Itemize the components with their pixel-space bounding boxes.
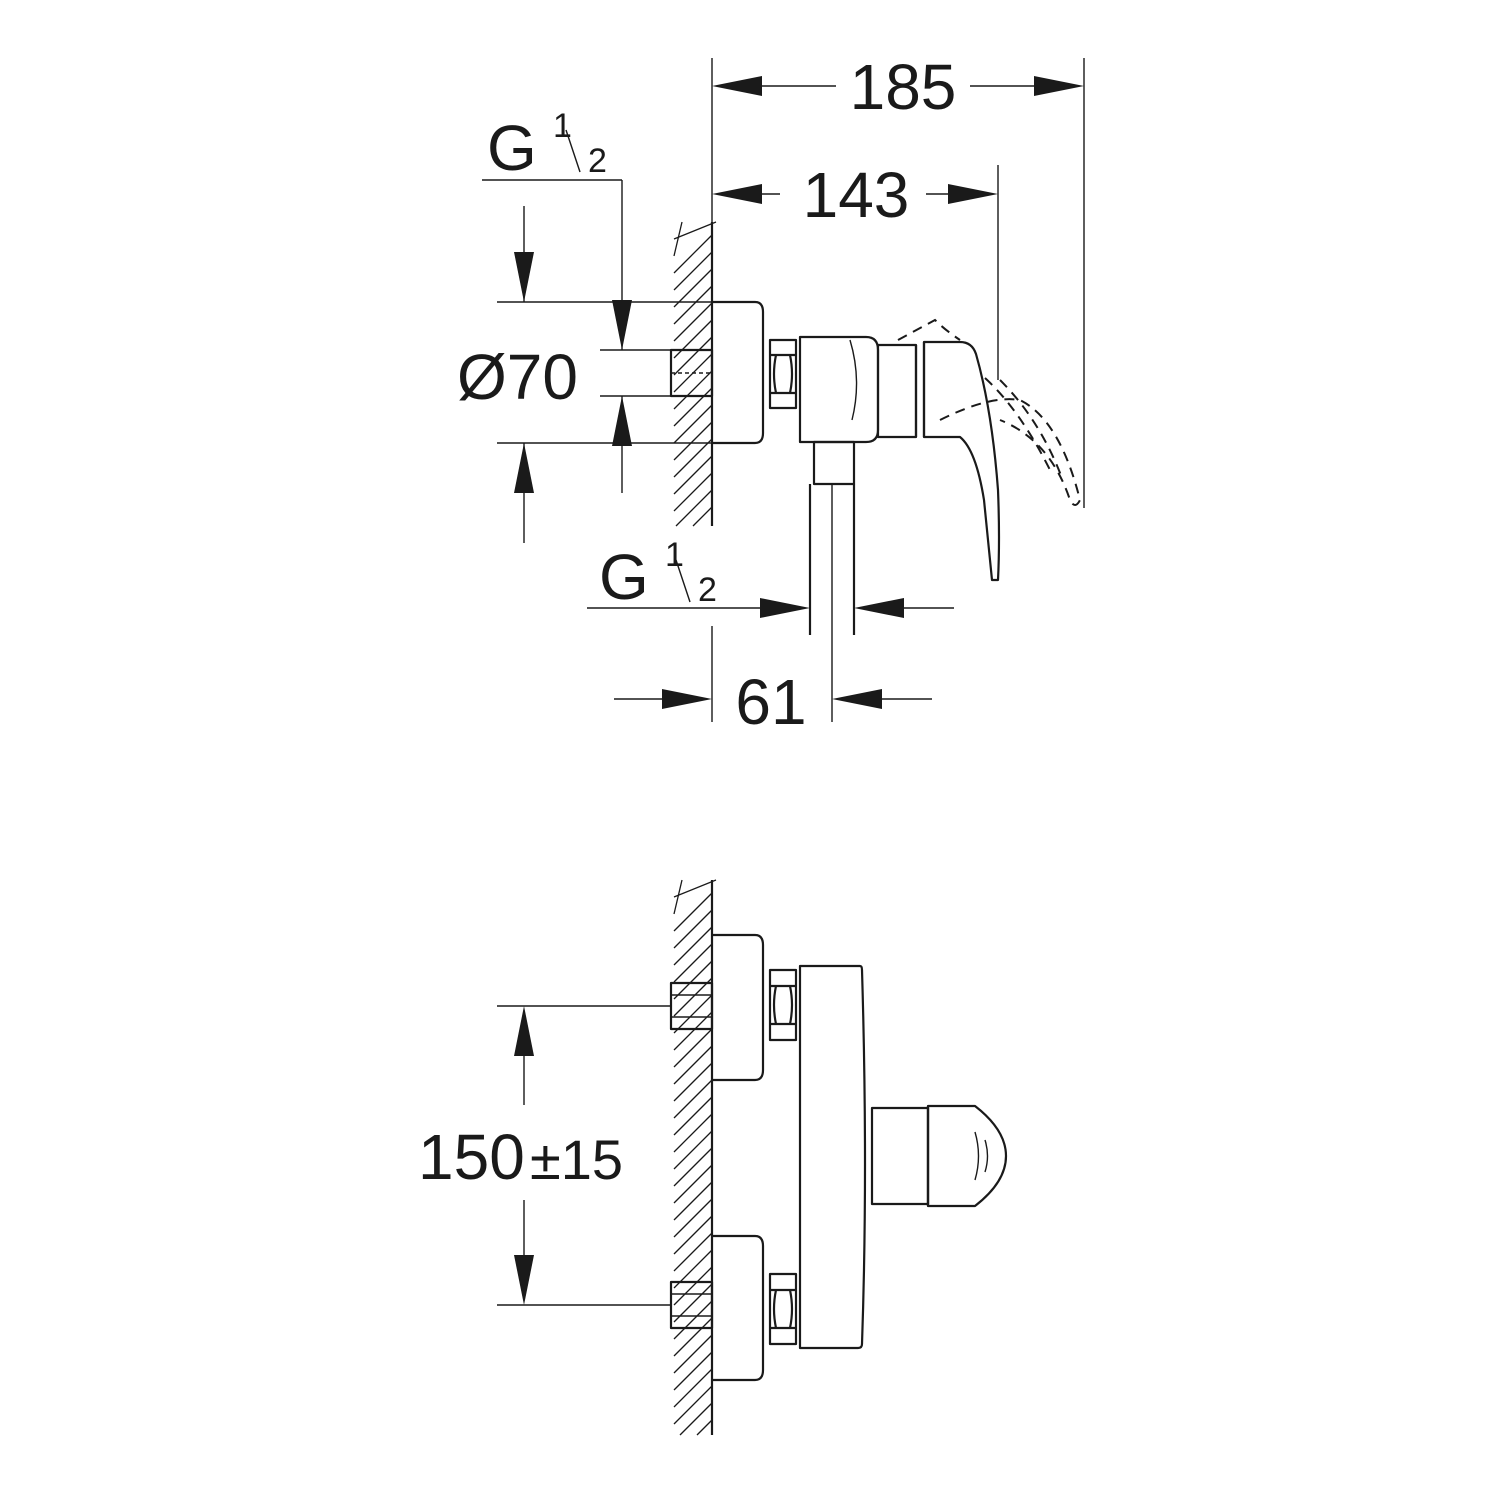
hatch-line	[673, 387, 713, 427]
wall-hatching-top	[673, 221, 717, 527]
hatch-line	[673, 994, 713, 1034]
hatch-line	[673, 221, 683, 257]
hatch-line	[673, 943, 713, 983]
lever-side	[922, 340, 1001, 582]
label-143: 143	[803, 159, 910, 231]
hatch-line	[673, 438, 713, 478]
mixer-body-side	[798, 335, 880, 444]
hatch-line	[673, 336, 713, 376]
hatch-line	[673, 472, 713, 512]
label-185: 185	[850, 51, 957, 123]
hatch-line	[673, 1300, 713, 1340]
hatch-line	[673, 977, 713, 1017]
hatch-line	[673, 302, 713, 342]
label-150: 150	[418, 1121, 525, 1193]
dimension-185: 185	[711, 51, 1085, 508]
hatch-line	[673, 879, 717, 898]
side-elevation: 185 143 G 1 2	[457, 51, 1085, 738]
rosette-side	[712, 300, 765, 445]
lever-plan	[926, 1104, 1008, 1208]
hatch-line	[673, 1062, 713, 1102]
hatch-line	[673, 1028, 713, 1068]
hatch-line	[673, 960, 713, 1000]
hatch-line	[673, 1011, 713, 1051]
label-inlet-frac-den: 2	[588, 142, 607, 180]
cartridge-plan	[870, 1106, 930, 1206]
hatch-line	[673, 1215, 713, 1255]
hatch-line	[673, 1164, 713, 1204]
rosette-upper	[712, 933, 765, 1082]
lever-swing-outline	[897, 318, 1082, 506]
rosette-lower	[712, 1234, 765, 1382]
hatch-line	[673, 1045, 713, 1085]
label-diameter-70: Ø70	[457, 341, 578, 413]
hatch-line	[679, 1402, 713, 1436]
union-nut-upper	[768, 968, 798, 1042]
mixer-body-plan	[798, 964, 867, 1350]
hatch-line	[673, 285, 713, 325]
wall-hatching-bottom	[673, 879, 717, 1436]
hatch-line	[673, 1317, 713, 1357]
hatch-line	[673, 879, 683, 915]
hatch-line	[673, 1351, 713, 1391]
hatch-line	[673, 1147, 713, 1187]
label-tolerance: ±15	[530, 1128, 623, 1191]
hatch-line	[673, 1079, 713, 1119]
label-outlet-G: G	[599, 541, 649, 613]
hatch-line	[675, 489, 713, 527]
hatch-line	[673, 1266, 713, 1306]
label-61: 61	[735, 666, 806, 738]
plan-view: 150 ±15	[418, 879, 1008, 1436]
hatch-line	[673, 1385, 713, 1425]
hatch-line	[673, 1368, 713, 1408]
hatch-line	[673, 251, 713, 291]
hatch-line	[673, 909, 713, 949]
hatch-line	[673, 221, 717, 240]
dimension-inlet-thread: G 1 2	[482, 107, 671, 493]
hatch-line	[673, 926, 713, 966]
hatch-line	[673, 370, 713, 410]
union-nut-lower	[768, 1272, 798, 1346]
dimension-143: 143	[712, 159, 999, 380]
hatch-line	[673, 455, 713, 495]
cartridge-side	[876, 343, 918, 439]
dimension-rosette-diameter: Ø70	[457, 206, 712, 543]
hatch-line	[673, 1130, 713, 1170]
inlet-stub-upper	[669, 981, 714, 1031]
union-nut	[768, 338, 798, 410]
hatch-line	[673, 1181, 713, 1221]
hatch-line	[673, 1096, 713, 1136]
label-inlet-G: G	[487, 112, 537, 184]
lever-swing-inner	[984, 377, 1063, 479]
hatch-line	[673, 319, 713, 359]
dimension-61: 61	[614, 484, 932, 738]
hatch-line	[673, 404, 713, 444]
hatch-line	[673, 1113, 713, 1153]
hatch-line	[673, 1334, 713, 1374]
hatch-line	[673, 268, 713, 308]
label-outlet-frac-num: 1	[665, 536, 684, 574]
hatch-line	[673, 1232, 713, 1272]
hatch-line	[673, 421, 713, 461]
hatch-line	[673, 1198, 713, 1238]
label-outlet-frac-den: 2	[698, 571, 717, 609]
hatch-line	[673, 234, 713, 274]
dimension-150: 150 ±15	[418, 1005, 671, 1306]
hatch-line	[692, 506, 713, 527]
hatch-line	[696, 1419, 713, 1436]
hatch-line	[673, 892, 713, 932]
body-contour	[849, 339, 858, 421]
dimension-outlet-thread: G 1 2	[587, 536, 954, 618]
lever-plan-slot	[974, 1131, 989, 1181]
outlet-stub	[812, 440, 856, 486]
